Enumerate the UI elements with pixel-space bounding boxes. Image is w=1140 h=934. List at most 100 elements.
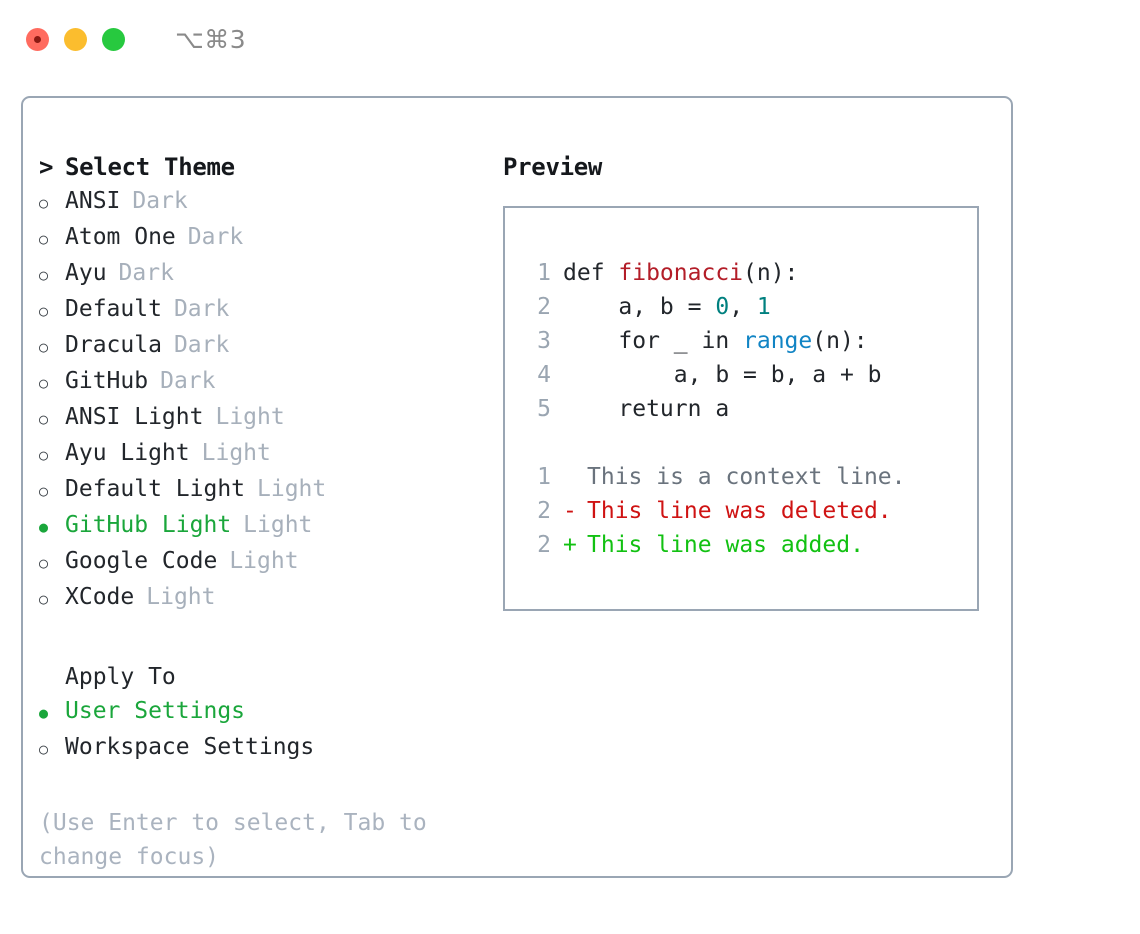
theme-option-google-code[interactable]: ○ Google Code Light	[39, 544, 493, 580]
close-button[interactable]	[26, 27, 49, 51]
theme-option-name: Ayu Light	[65, 440, 190, 466]
theme-option-atom-one[interactable]: ○ Atom One Dark	[39, 220, 493, 256]
code-token-num: 0	[715, 294, 730, 320]
code-token-builtin: range	[743, 328, 813, 354]
diff-line-text: This is a context line.	[587, 464, 906, 490]
theme-option-name: Ayu	[65, 260, 107, 286]
radio-unselected-icon: ○	[39, 482, 49, 500]
radio-selected-icon: ●	[39, 518, 49, 536]
code-token-plain: return a	[563, 396, 730, 422]
diff-line-deleted: 2-This line was deleted.	[521, 494, 977, 528]
diff-line-text: This line was deleted.	[587, 498, 892, 524]
code-token-plain: a, b =	[563, 294, 716, 320]
theme-option-variant: Light	[243, 512, 313, 538]
code-line-content: def fibonacci(n):	[563, 256, 798, 290]
code-spacer	[521, 426, 977, 460]
radio-unselected-icon: ○	[39, 590, 49, 608]
diff-line-context: 1 This is a context line.	[521, 460, 977, 494]
apply-to-group: Apply To ● User Settings ○Workspace Settin…	[39, 660, 493, 766]
window-title: ⌥⌘3	[175, 24, 247, 54]
preview-header: Preview	[503, 153, 603, 181]
code-token-plain: a, b = b, a + b	[563, 362, 882, 388]
code-line-content: a, b = b, a + b	[563, 358, 882, 392]
diff-line-number: 2	[537, 498, 551, 524]
diff-sample: 1 This is a context line.2-This line was…	[521, 460, 977, 562]
theme-option-variant: Dark	[132, 188, 188, 214]
radio-unselected-icon: ○	[39, 266, 49, 284]
apply-to-option-name: User Settings	[65, 698, 246, 724]
select-theme-header: > Select Theme	[39, 150, 493, 184]
code-token-num: 1	[756, 294, 771, 320]
diff-line-content: This is a context line.	[563, 460, 906, 494]
theme-option-name: Atom One	[65, 224, 176, 250]
theme-option-name: ANSI	[65, 188, 121, 214]
prompt-caret-icon: >	[39, 153, 54, 181]
theme-option-name: Dracula	[65, 332, 162, 358]
radio-unselected-icon: ○	[39, 338, 49, 356]
code-line-content: for _ in range(n):	[563, 324, 867, 358]
theme-option-name: GitHub	[65, 368, 149, 394]
diff-sign-marker	[563, 460, 587, 494]
theme-option-ansi[interactable]: ○ ANSI Dark	[39, 184, 493, 220]
radio-unselected-icon: ○	[39, 410, 49, 428]
theme-option-name: Default	[65, 296, 162, 322]
apply-to-option-user-settings[interactable]: ● User Settings	[39, 694, 493, 730]
apply-to-header: Apply To	[65, 664, 176, 690]
theme-option-variant: Light	[229, 548, 299, 574]
select-theme-header-label: Select Theme	[65, 153, 235, 181]
radio-unselected-icon: ○	[39, 740, 49, 758]
code-token-fn: fibonacci	[618, 260, 744, 286]
diff-line-text: This line was added.	[587, 532, 864, 558]
theme-option-variant: Dark	[187, 224, 244, 250]
code-line-content: return a	[563, 392, 729, 426]
code-line: 2 a, b = 0, 1	[521, 290, 977, 324]
minimize-button[interactable]	[64, 27, 87, 51]
diff-line-content: + This line was added.	[563, 528, 864, 562]
radio-unselected-icon: ○	[39, 302, 49, 320]
diff-sign-marker: -	[563, 498, 577, 524]
theme-option-name: Default Light	[65, 476, 246, 502]
theme-option-name: XCode	[65, 584, 135, 610]
maximize-button[interactable]	[102, 27, 125, 51]
radio-selected-icon: ●	[39, 704, 49, 722]
code-token-plain: for _ in	[563, 328, 744, 354]
code-line: 5 return a	[521, 392, 977, 426]
traffic-light-group	[26, 27, 125, 51]
theme-option-variant: Light	[146, 584, 216, 610]
theme-option-xcode[interactable]: ○ XCode Light	[39, 580, 493, 616]
diff-sign-marker: +	[563, 532, 577, 558]
apply-to-option-workspace-settings[interactable]: ○Workspace Settings	[39, 730, 493, 766]
radio-unselected-icon: ○	[39, 194, 49, 212]
theme-option-variant: Dark	[160, 368, 216, 394]
code-line-number: 5	[537, 396, 551, 422]
code-token-plain: (n):	[743, 260, 799, 286]
code-line: 3 for _ in range(n):	[521, 324, 977, 358]
apply-to-option-list: ● User Settings ○Workspace Settings	[39, 694, 493, 766]
radio-unselected-icon: ○	[39, 230, 49, 248]
diff-line-number: 2	[537, 532, 551, 558]
theme-option-name: Google Code	[65, 548, 218, 574]
diff-line-content: -This line was deleted.	[563, 494, 892, 528]
diff-line-added: 2 + This line was added.	[521, 528, 977, 562]
radio-unselected-icon: ○	[39, 446, 49, 464]
radio-unselected-icon: ○	[39, 554, 49, 572]
code-line: 4 a, b = b, a + b	[521, 358, 977, 392]
theme-option-name: ANSI Light	[65, 404, 204, 430]
code-token-plain: def	[563, 260, 619, 286]
